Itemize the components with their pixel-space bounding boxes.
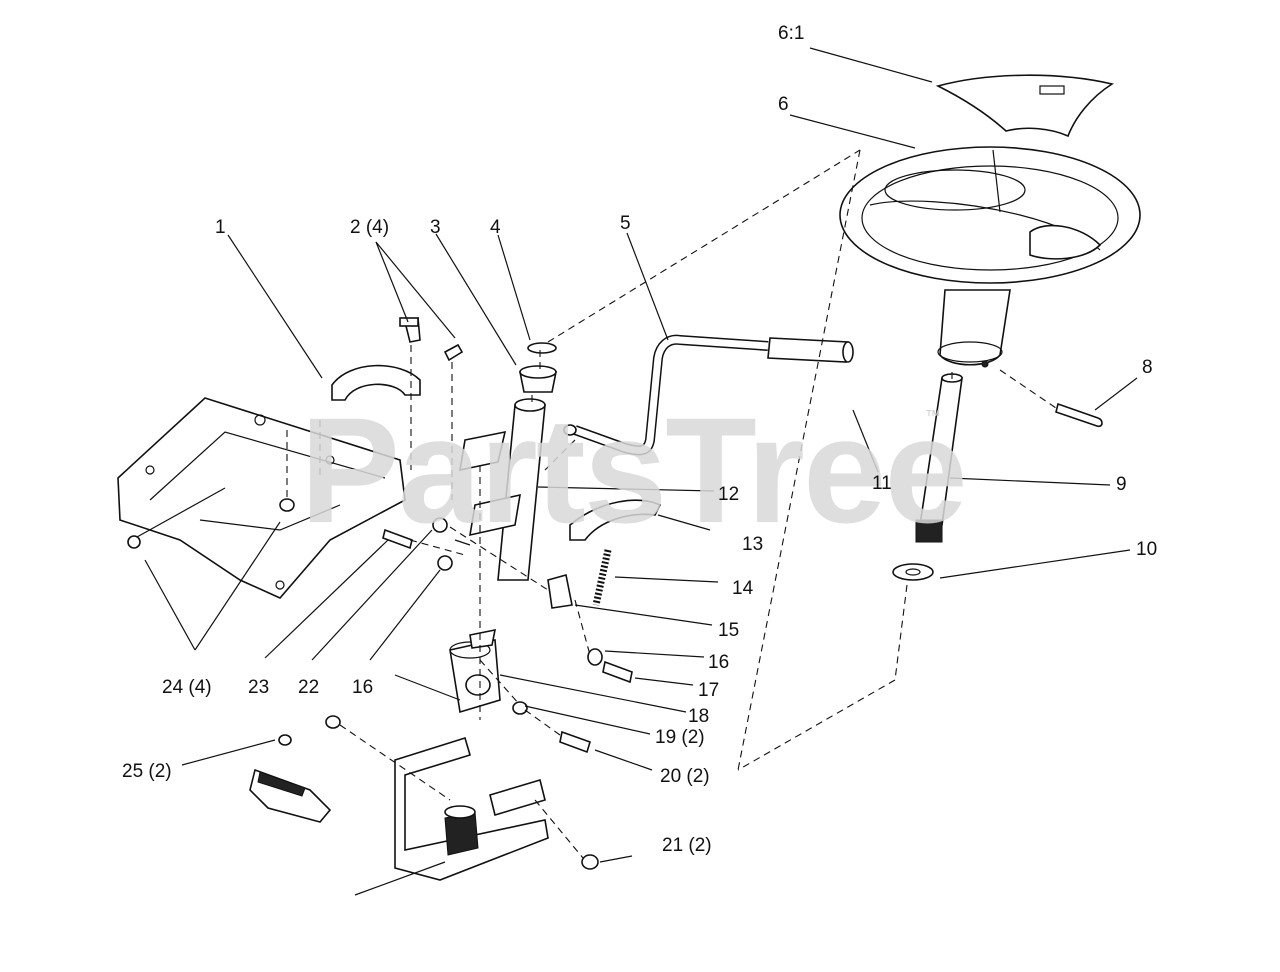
watermark: PartsTree <box>300 386 968 554</box>
steering-shaft <box>915 373 963 543</box>
bolt-20 <box>559 730 591 754</box>
callout-5: 5 <box>620 213 631 234</box>
callout-16-right: 16 <box>708 652 730 673</box>
bushing <box>519 365 557 393</box>
callout-11: 11 <box>872 473 892 494</box>
callout-22: 22 <box>298 677 320 698</box>
callout-24: 24 (4) <box>162 677 212 698</box>
callout-10: 10 <box>1136 539 1158 560</box>
nut-19 <box>512 701 528 715</box>
callout-17: 17 <box>698 680 720 701</box>
callout-16-left: 16 <box>352 677 374 698</box>
bolts <box>399 316 464 362</box>
spring <box>592 549 612 606</box>
nut-24b <box>279 498 295 512</box>
washer-top <box>527 342 557 354</box>
callout-2: 2 (4) <box>350 217 390 238</box>
callout-9: 9 <box>1116 474 1127 495</box>
callout-21: 21 (2) <box>662 835 712 856</box>
callout-6-1: 6:1 <box>778 23 805 44</box>
support-bracket <box>117 364 421 599</box>
nut-21 <box>581 854 599 870</box>
tilt-lever <box>563 334 769 456</box>
washer-16a <box>587 648 603 666</box>
leader-lines <box>136 47 1138 896</box>
washer-16b <box>437 555 453 571</box>
callout-12: 12 <box>718 484 740 505</box>
nut-24a <box>127 535 141 549</box>
pin <box>1055 402 1103 428</box>
universal-joint <box>449 628 501 714</box>
bolt-17 <box>602 660 633 684</box>
tilt-bracket <box>569 499 662 541</box>
callout-18: 18 <box>688 706 710 727</box>
washer-22 <box>432 517 448 533</box>
steering-wheel-cap <box>935 74 1115 138</box>
callout-3: 3 <box>430 217 441 238</box>
bolt-23 <box>382 528 413 550</box>
grip <box>767 337 854 363</box>
washer <box>892 563 934 581</box>
callout-1: 1 <box>215 217 226 238</box>
watermark-trademark: ™ <box>925 408 941 425</box>
callout-13: 13 <box>742 534 764 555</box>
callout-20: 20 (2) <box>660 766 710 787</box>
callout-14: 14 <box>732 578 754 599</box>
callout-8: 8 <box>1142 357 1153 378</box>
spacer <box>547 573 573 609</box>
callout-15: 15 <box>718 620 740 641</box>
callout-25: 25 (2) <box>122 761 172 782</box>
callout-4: 4 <box>490 217 501 238</box>
alignment-lines <box>286 149 1057 859</box>
steering-column <box>459 398 546 581</box>
callout-6: 6 <box>778 94 789 115</box>
lower-bracket <box>325 715 549 881</box>
callout-19: 19 (2) <box>655 727 705 748</box>
pedal-pad <box>249 734 332 823</box>
steering-wheel <box>839 146 1141 368</box>
callout-23: 23 <box>248 677 270 698</box>
